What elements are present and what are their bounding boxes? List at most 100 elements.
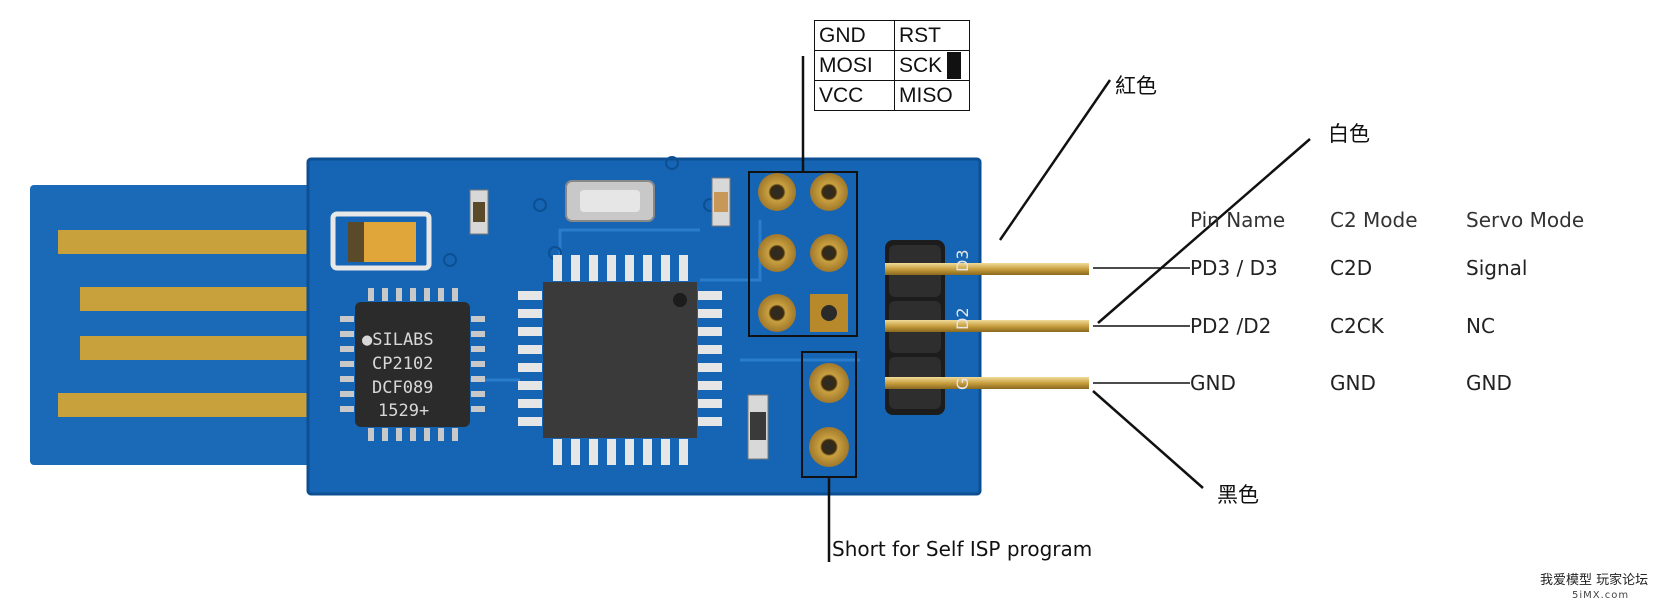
c2-mode-cell: GND	[1330, 371, 1376, 395]
smd-capacitor	[711, 177, 731, 227]
chip-pin	[471, 391, 485, 397]
chip-pin	[410, 288, 416, 301]
silk-d2: D2	[953, 308, 972, 331]
microcontroller-chip	[518, 255, 722, 465]
isp-cell: MOSI	[814, 50, 895, 81]
usb-contact-3	[80, 336, 308, 360]
black-wire-label: 黑色	[1217, 483, 1259, 507]
black-wire-leader	[1092, 390, 1204, 489]
servo-mode-cell: Signal	[1466, 256, 1528, 280]
crystal-oscillator	[565, 180, 655, 222]
isp-pad	[758, 234, 796, 272]
chip-pin	[518, 309, 542, 318]
chip-pin	[471, 316, 485, 322]
chip-pin	[625, 439, 634, 465]
chip-pin	[340, 316, 354, 322]
chip-pin	[340, 376, 354, 382]
chip-pin	[698, 291, 722, 300]
chip-pin	[410, 428, 416, 441]
chip-pin	[438, 428, 444, 441]
chip-pin	[589, 255, 598, 281]
chip-pin	[589, 439, 598, 465]
chip-pin	[553, 255, 562, 281]
chip-pin	[424, 428, 430, 441]
chip-label-line4: 1529+	[378, 401, 429, 421]
isp-cell: RST	[894, 20, 970, 51]
cp2102-chip: ●SILABS CP2102 DCF089 1529+	[340, 288, 485, 441]
chip-pin	[607, 255, 616, 281]
jumper-pad	[809, 363, 849, 403]
chip-pin	[698, 417, 722, 426]
smd-led	[747, 394, 769, 460]
chip-label-line3: DCF089	[372, 378, 433, 398]
smd-resistor	[469, 189, 489, 235]
chip-pin	[340, 361, 354, 367]
chip-pin	[661, 255, 670, 281]
usb-connector	[30, 185, 330, 465]
chip-pin	[340, 331, 354, 337]
header-pin-d2	[885, 320, 1089, 332]
usb-contact-2	[80, 287, 308, 311]
chip-pin	[396, 428, 402, 441]
isp-row: VCC MISO	[814, 80, 970, 111]
chip-pin	[382, 428, 388, 441]
servo-mode-cell: GND	[1466, 371, 1512, 395]
header-pin-gnd	[885, 377, 1089, 389]
white-wire-label: 白色	[1328, 122, 1370, 146]
isp-pad	[810, 173, 848, 211]
chip-pin	[368, 428, 374, 441]
pin-name-cell: PD3 / D3	[1190, 256, 1278, 280]
silk-d3: D3	[953, 250, 972, 273]
chip-pin	[518, 327, 542, 336]
chip-pin	[643, 255, 652, 281]
c2-mode-cell: C2CK	[1330, 314, 1384, 338]
chip-pin	[424, 288, 430, 301]
chip-pin	[438, 288, 444, 301]
chip-pin	[340, 346, 354, 352]
pin-name-cell: GND	[1190, 371, 1236, 395]
usb-contact-4	[58, 393, 308, 417]
isp-row: GND RST	[814, 20, 970, 51]
chip-pin	[340, 406, 354, 412]
chip-pin	[452, 428, 458, 441]
white-wire-leader	[1097, 138, 1311, 324]
usb-contact-1	[58, 230, 308, 254]
chip-pin	[340, 391, 354, 397]
chip-label-line2: CP2102	[372, 354, 433, 374]
chip-pin	[571, 255, 580, 281]
chip-pin	[471, 361, 485, 367]
chip-pin	[679, 255, 688, 281]
isp-cell: GND	[814, 20, 895, 51]
chip-pin	[698, 363, 722, 372]
chip-pin	[679, 439, 688, 465]
chip-pin	[452, 288, 458, 301]
chip-pin	[471, 331, 485, 337]
chip-pin	[643, 439, 652, 465]
pin1-marker	[947, 52, 961, 79]
col-header-c2-mode: C2 Mode	[1330, 208, 1418, 232]
chip-pin	[382, 288, 388, 301]
isp-pad	[758, 294, 796, 332]
chip-pin	[625, 255, 634, 281]
chip-pin	[368, 288, 374, 301]
chip-pin	[698, 399, 722, 408]
jumper-pad	[809, 427, 849, 467]
watermark-url: 5iMX.com	[1572, 590, 1630, 601]
isp-pin-header	[748, 171, 858, 337]
col-header-pin-name: Pin Name	[1190, 208, 1286, 232]
chip-pin	[518, 381, 542, 390]
isp-pinout-table: GND RST MOSI SCK VCC MISO	[814, 20, 970, 111]
leader-lines	[801, 56, 1311, 562]
chip-pin	[571, 439, 580, 465]
watermark-text: 我爱模型 玩家论坛	[1540, 573, 1649, 588]
chip-label-line1: ●SILABS	[362, 330, 434, 350]
isp-cell: VCC	[814, 80, 895, 111]
chip-pin	[698, 345, 722, 354]
isp-pad	[810, 234, 848, 272]
chip-pin	[471, 376, 485, 382]
red-wire-leader	[998, 79, 1112, 241]
header-pin-d3	[885, 263, 1089, 275]
chip-pin	[553, 439, 562, 465]
isp-cell: MISO	[894, 80, 970, 111]
